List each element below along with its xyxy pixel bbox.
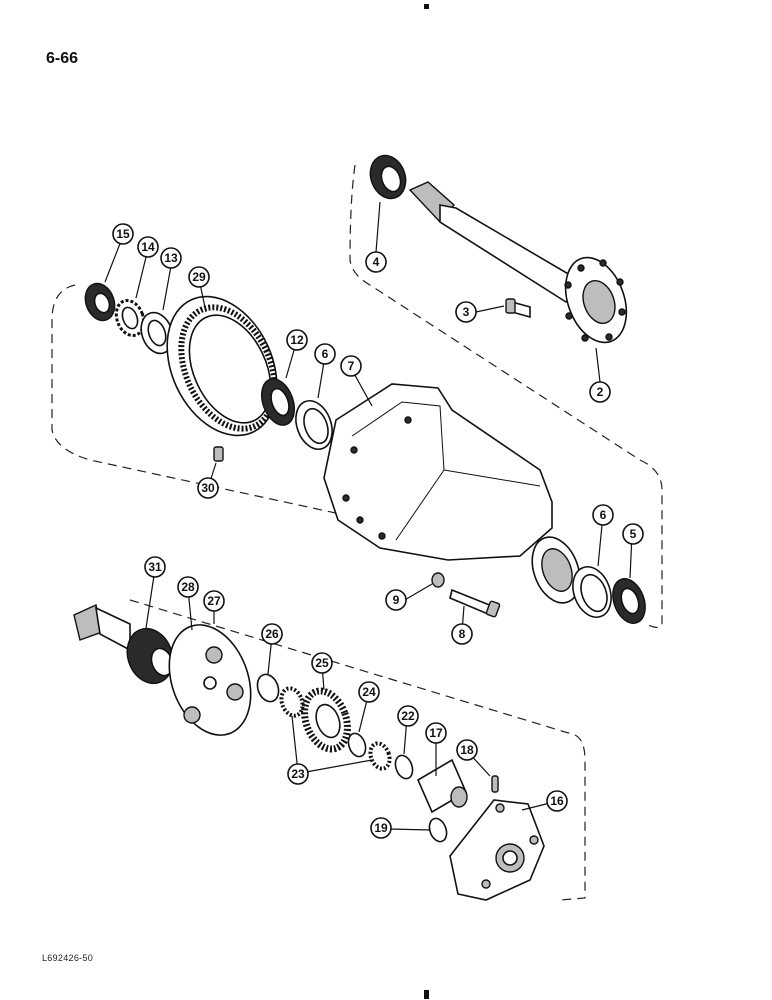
housing-group-outline	[51, 284, 346, 516]
callout-18: 18	[456, 739, 478, 761]
svg-text:8: 8	[459, 627, 466, 641]
top-page-mark	[424, 4, 429, 9]
callout-26: 26	[261, 623, 283, 645]
callout-31: 31	[144, 556, 166, 578]
svg-text:17: 17	[429, 726, 443, 740]
snap-ring	[428, 817, 448, 843]
svg-text:26: 26	[265, 627, 279, 641]
planet-washer-outer	[347, 732, 367, 758]
svg-text:27: 27	[207, 594, 221, 608]
callout-9: 9	[385, 589, 407, 611]
callout-12: 12	[286, 329, 308, 351]
callout-8: 8	[451, 623, 473, 645]
thrust-washer-pin	[394, 754, 414, 780]
svg-text:15: 15	[116, 227, 130, 241]
svg-text:6: 6	[600, 508, 607, 522]
callout-13: 13	[160, 247, 182, 269]
needle-bearing-left	[279, 686, 305, 718]
svg-text:3: 3	[463, 305, 470, 319]
axle-housing	[323, 383, 581, 604]
svg-text:5: 5	[630, 527, 637, 541]
svg-text:7: 7	[348, 359, 355, 373]
svg-text:2: 2	[597, 385, 604, 399]
svg-text:6: 6	[322, 347, 329, 361]
housing-bolt	[449, 588, 501, 618]
callout-6-inner: 6	[314, 343, 336, 365]
roll-pin	[491, 775, 499, 793]
planet-washer	[256, 673, 280, 703]
callout-4: 4	[365, 251, 387, 273]
dowel-pin	[213, 446, 224, 462]
callout-5: 5	[622, 523, 644, 545]
ring-gear	[166, 295, 278, 437]
callout-3: 3	[455, 301, 477, 323]
callout-6-outer: 6	[592, 504, 614, 526]
callout-30: 30	[197, 477, 219, 499]
svg-text:31: 31	[148, 560, 162, 574]
housing-washer	[431, 572, 445, 588]
callout-22: 22	[397, 705, 419, 727]
callout-25: 25	[311, 652, 333, 674]
svg-text:16: 16	[550, 794, 564, 808]
svg-text:22: 22	[401, 709, 415, 723]
svg-text:30: 30	[201, 481, 215, 495]
axle-shaft	[408, 181, 628, 344]
figure-code: L692426-50	[42, 953, 94, 963]
planet-gear	[301, 687, 351, 753]
svg-text:23: 23	[291, 767, 305, 781]
page-number: 6-66	[46, 50, 79, 67]
planet-pin	[416, 758, 468, 814]
planet-carrier	[449, 799, 545, 901]
svg-text:19: 19	[374, 821, 388, 835]
flange-bolt	[505, 298, 531, 319]
pinion-shaft	[73, 604, 174, 685]
callout-29: 29	[188, 266, 210, 288]
callout-14: 14	[137, 236, 159, 258]
needle-bearing-right	[368, 741, 392, 771]
callout-15: 15	[112, 223, 134, 245]
callout-16: 16	[546, 790, 568, 812]
bearing-cup-outer	[572, 566, 612, 618]
planetary-group-outline	[129, 599, 586, 901]
callout-23: 23	[287, 763, 309, 785]
callout-17: 17	[425, 722, 447, 744]
svg-text:18: 18	[460, 743, 474, 757]
outer-bearing-cone	[612, 578, 646, 624]
axle-seal	[369, 154, 407, 200]
svg-text:9: 9	[393, 593, 400, 607]
callout-24: 24	[358, 681, 380, 703]
svg-text:14: 14	[141, 240, 155, 254]
callout-2: 2	[589, 381, 611, 403]
callout-27: 27	[203, 590, 225, 612]
callout-28: 28	[177, 576, 199, 598]
bottom-page-mark	[424, 990, 429, 999]
svg-text:24: 24	[362, 685, 376, 699]
svg-text:28: 28	[181, 580, 195, 594]
svg-text:13: 13	[164, 251, 178, 265]
svg-text:29: 29	[192, 270, 206, 284]
callout-7: 7	[340, 355, 362, 377]
carrier-plate	[168, 624, 252, 736]
bearing-cone	[84, 282, 116, 322]
axle-group-outline	[349, 164, 663, 629]
lock-washer	[114, 299, 146, 337]
svg-text:12: 12	[290, 333, 304, 347]
callout-19: 19	[370, 817, 392, 839]
bearing-cup-inner	[295, 399, 333, 451]
hub-bearing	[260, 378, 296, 426]
svg-text:25: 25	[315, 656, 329, 670]
svg-text:4: 4	[373, 255, 380, 269]
